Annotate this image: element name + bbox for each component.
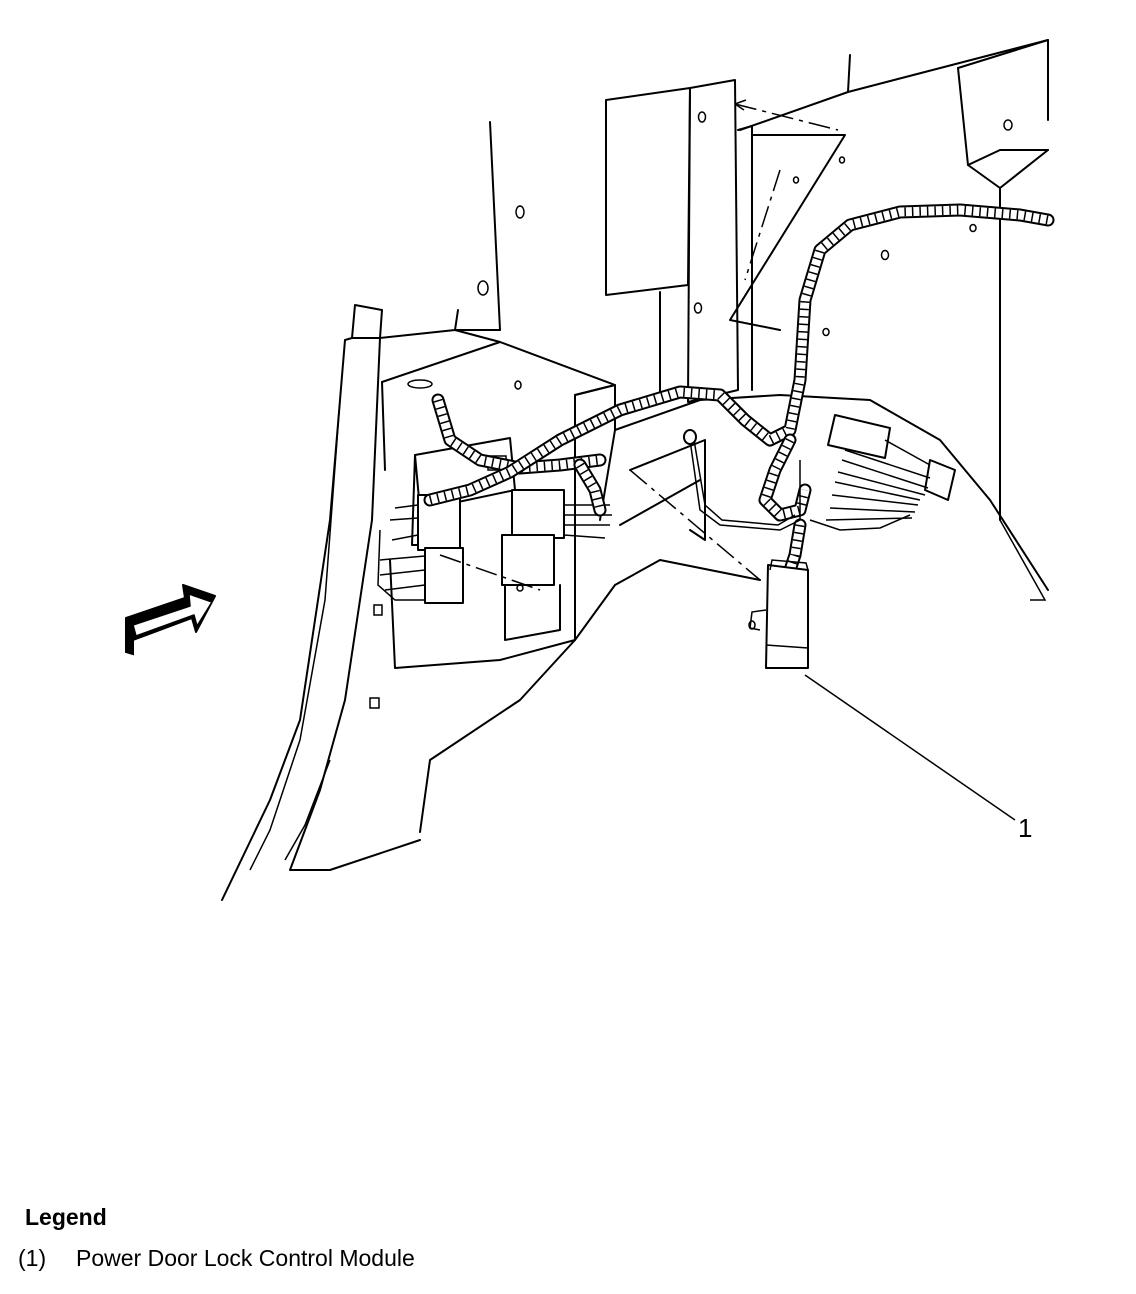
upper-body-panel xyxy=(739,39,1049,521)
quarter-panel xyxy=(221,304,1049,901)
legend-item-key: (1) xyxy=(18,1245,47,1271)
bracket-panel xyxy=(729,99,846,337)
pillar xyxy=(605,79,753,403)
door-lock-control-module xyxy=(748,559,809,669)
module-locator-line xyxy=(629,469,761,581)
legend-title: Legend xyxy=(25,1204,107,1230)
callout-leader-1 xyxy=(804,674,1016,821)
wiring-harness xyxy=(423,203,1055,577)
component-location-diagram: 1 xyxy=(125,39,1055,901)
relay-cluster xyxy=(377,437,612,641)
view-direction-arrow xyxy=(125,584,216,656)
legend-item-text: Power Door Lock Control Module xyxy=(76,1245,415,1271)
legend-item: (1) Power Door Lock Control Module xyxy=(18,1245,415,1272)
callout-1-label: 1 xyxy=(1018,813,1032,843)
left-body-panel xyxy=(454,121,525,331)
